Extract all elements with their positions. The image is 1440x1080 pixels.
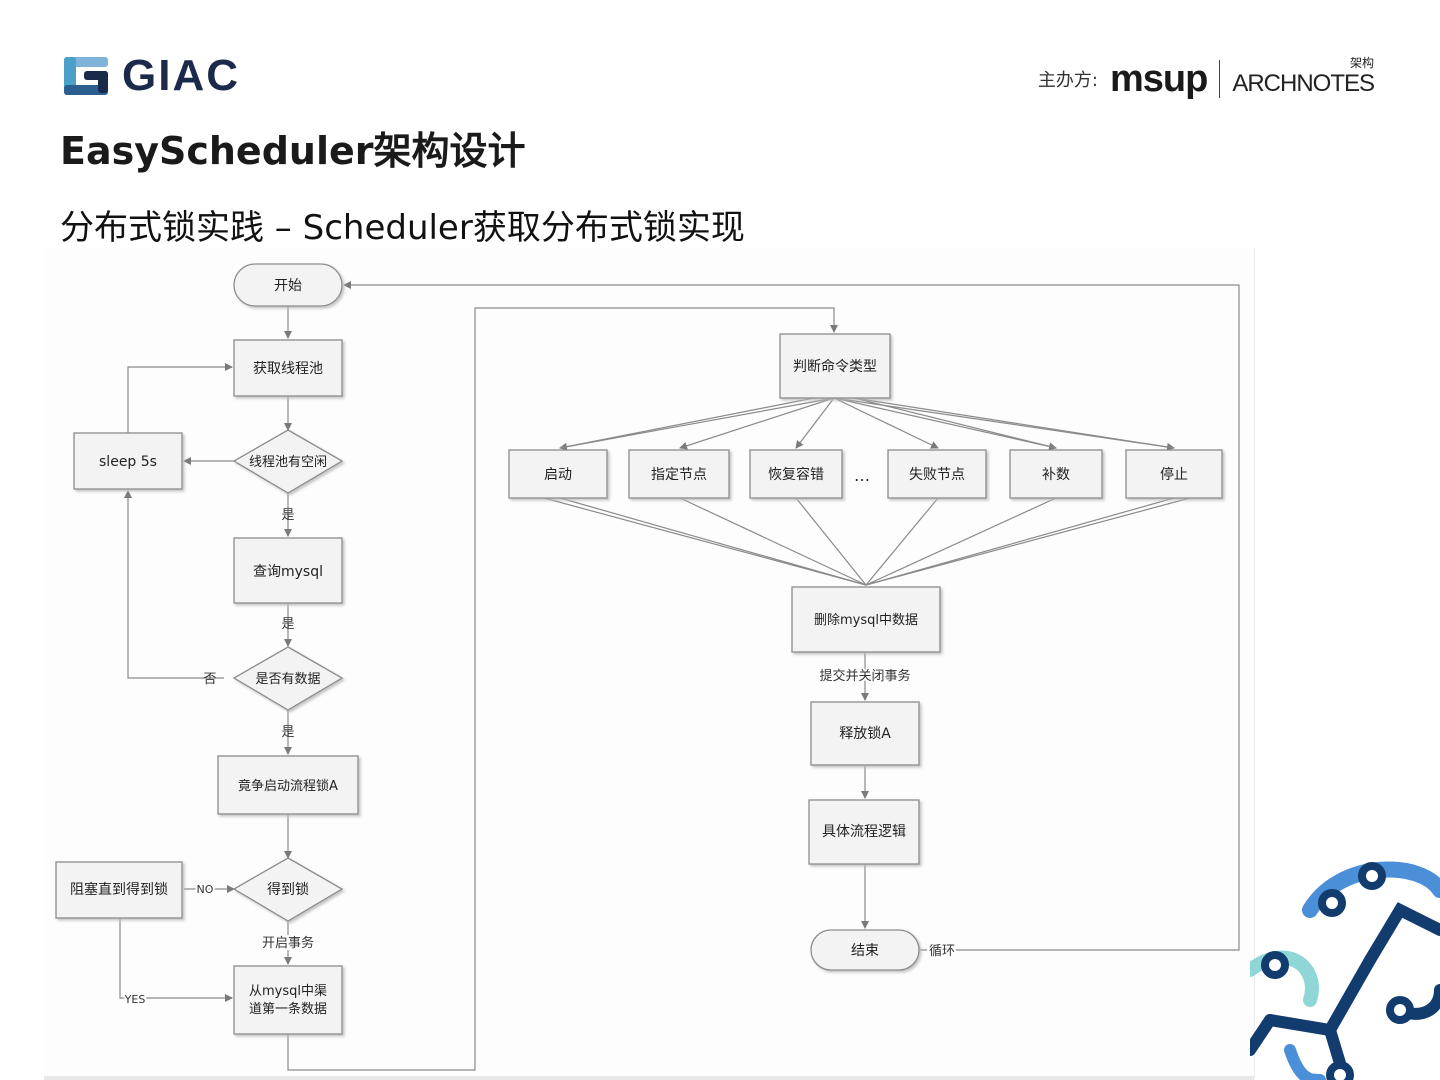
node-cmd-node — [628, 449, 730, 499]
molecule-decoration — [1250, 861, 1440, 1080]
edge-stop-delete — [865, 497, 1175, 586]
node-compete-lock-text: 竟争启动流程锁A — [238, 778, 338, 794]
node-cmd-stop-text: 停止 — [1160, 466, 1188, 483]
edge-sleep-pool — [127, 363, 233, 433]
archnotes-text: ARCHNOTES — [1232, 70, 1375, 97]
label-open-tx: 开启事务 — [262, 935, 314, 951]
node-cmd-node-text: 指定节点 — [651, 467, 707, 483]
node-cmd-recover-text: 恢复容错 — [768, 466, 824, 483]
edge-judge-stop-2 — [853, 397, 1175, 449]
edge-fetch-judge — [287, 307, 838, 1071]
node-has-data — [232, 646, 344, 711]
node-sleep — [73, 432, 183, 490]
node-cmd-failed-text: 失败节点 — [909, 467, 965, 483]
edge-hasdata-sleep — [124, 490, 224, 679]
node-sleep-text: sleep 5s — [99, 454, 157, 470]
node-cmd-recover — [749, 449, 843, 499]
node-cmd-start — [508, 449, 608, 499]
organizer-label: 主办方: — [1037, 70, 1098, 91]
node-got-lock-text: 得到锁 — [267, 881, 309, 898]
node-pool-idle-text: 线程池有空闲 — [249, 455, 327, 470]
archnotes-logo: 架构 ARCHNOTES — [1232, 56, 1375, 98]
node-judge-type-text: 判断命令类型 — [793, 358, 877, 375]
node-get-pool-text: 获取线程池 — [253, 361, 323, 377]
label-yes-1: 是 — [281, 508, 294, 523]
organizer-divider — [1219, 60, 1221, 98]
edge-stop-delete-2 — [865, 497, 1191, 586]
node-block — [55, 861, 183, 919]
edge-judge-node — [679, 397, 835, 450]
giac-logo-icon — [64, 57, 108, 95]
node-fetch-first-text-2: 道第一条数据 — [249, 1001, 327, 1017]
edge-judge-supplement — [833, 397, 1057, 451]
node-release-lock-text: 释放锁A — [839, 726, 891, 742]
flowchart-svg: 开始 获取线程池 线程池有空闲 sleep 5s 查询mysql 是否有数据 竟… — [55, 263, 1240, 1071]
node-fetch-first-text-1: 从mysql中渠 — [249, 984, 327, 999]
node-got-lock — [232, 857, 344, 922]
organizer-block: 主办方: msup 架构 ARCHNOTES — [1037, 56, 1375, 102]
node-block-text: 阻塞直到得到锁 — [70, 881, 168, 898]
node-judge-type — [779, 333, 891, 399]
edge-judge-recover — [795, 397, 835, 449]
node-get-pool — [233, 339, 343, 397]
edge-recover-delete — [795, 497, 867, 586]
edge-block-fetch — [119, 918, 233, 1002]
node-start-text: 开始 — [274, 278, 302, 294]
node-logic — [808, 799, 920, 865]
edge-judge-supplement-2 — [853, 397, 1057, 449]
label-yes-3: 是 — [281, 725, 294, 740]
node-end — [810, 929, 920, 971]
node-has-data-text: 是否有数据 — [255, 672, 320, 687]
node-cmd-supplement-text: 补数 — [1042, 467, 1070, 483]
node-cmd-supplement — [1009, 449, 1103, 499]
node-delete-data-text: 删除mysql中数据 — [814, 613, 918, 628]
slide-subtitle: 分布式锁实践 – Scheduler获取分布式锁实现 — [60, 208, 745, 248]
archnotes-cn: 架构 — [1349, 56, 1374, 70]
edge-loop-start — [343, 281, 1240, 951]
node-fetch-first — [233, 965, 343, 1035]
label-yes-2: 是 — [281, 617, 294, 632]
edge-start-delete-2 — [543, 497, 867, 586]
node-cmd-ellipsis-text: … — [854, 466, 870, 485]
bottom-rule — [44, 1076, 1254, 1080]
label-no-cn: 否 — [203, 672, 216, 687]
edge-judge-start-2 — [559, 397, 815, 449]
label-yes-en: YES — [124, 993, 146, 1006]
edge-supplement-delete — [865, 497, 1057, 586]
flowchart: 开始 获取线程池 线程池有空闲 sleep 5s 查询mysql 是否有数据 竟… — [44, 248, 1255, 1078]
edge-judge-start — [559, 397, 835, 451]
giac-logo: GIAC — [62, 51, 240, 100]
node-delete-data — [791, 586, 941, 653]
node-cmd-stop — [1125, 449, 1223, 499]
label-loop: 循环 — [929, 944, 955, 959]
edge-start-delete — [559, 497, 867, 586]
node-pool-idle — [232, 429, 344, 494]
edge-judge-failed — [833, 397, 939, 449]
node-logic-text: 具体流程逻辑 — [822, 824, 906, 840]
edge-node-delete — [679, 497, 867, 586]
edge-failed-delete — [865, 497, 939, 586]
msup-logo: msup — [1109, 57, 1208, 100]
node-query-text: 查询mysql — [253, 564, 323, 580]
logo-text: GIAC — [122, 51, 240, 100]
molecule-node-icon — [1318, 889, 1346, 917]
node-cmd-start-text: 启动 — [544, 467, 572, 483]
node-start — [233, 263, 343, 307]
node-release-lock — [810, 701, 920, 766]
node-query — [233, 537, 343, 604]
label-no-en: NO — [197, 883, 214, 896]
node-end-text: 结束 — [851, 943, 879, 959]
node-compete-lock — [217, 755, 359, 815]
node-cmd-failed — [887, 449, 987, 499]
slide-title: EasyScheduler架构设计 — [60, 129, 526, 173]
label-commit-tx: 提交并关闭事务 — [819, 668, 910, 684]
